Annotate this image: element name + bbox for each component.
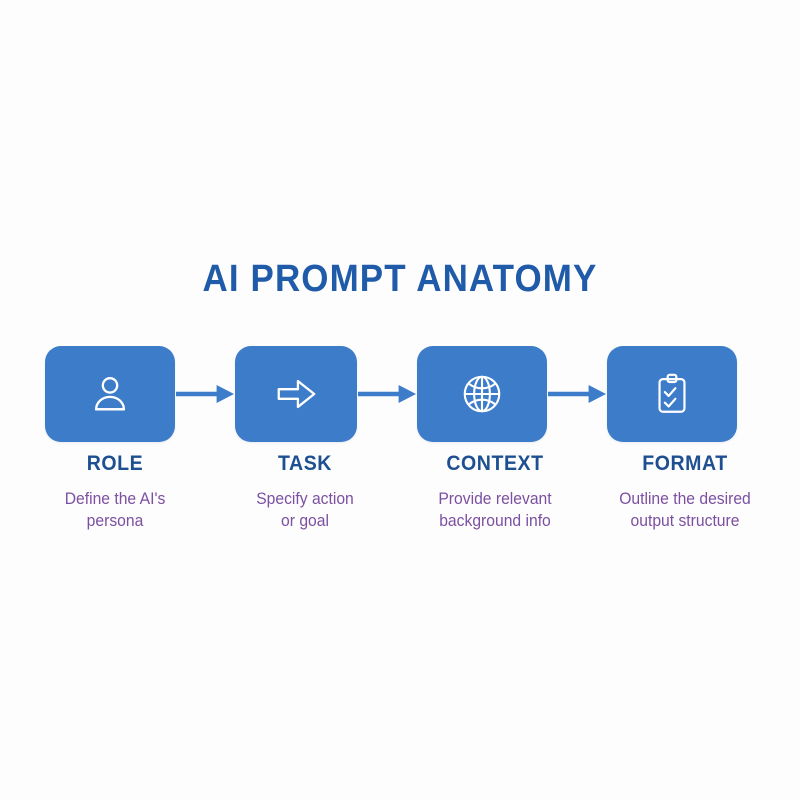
step-text-task: TASK Specify action or goal	[210, 452, 400, 533]
step-description-line: output structure	[630, 511, 740, 530]
step-description-task: Specify action or goal	[220, 489, 389, 533]
step-text-role: ROLE Define the AI's persona	[20, 452, 210, 533]
step-card-context[interactable]	[417, 346, 547, 442]
step-text-context: CONTEXT Provide relevant background info	[400, 452, 590, 533]
globe-icon	[459, 371, 505, 417]
step-description-line: persona	[86, 511, 144, 530]
step-description-line: Provide relevant	[438, 490, 552, 508]
arrow-context-to-format	[548, 381, 606, 407]
step-description-line: background info	[439, 511, 551, 530]
step-text-format: FORMAT Outline the desired output struct…	[590, 452, 780, 533]
step-description-line: or goal	[281, 511, 329, 530]
step-card-role[interactable]	[45, 346, 175, 442]
step-label-role: ROLE	[86, 452, 144, 475]
step-description-format: Outline the desired output structure	[600, 489, 769, 533]
step-label-task: TASK	[278, 452, 332, 475]
flow-row	[45, 346, 737, 442]
person-icon	[87, 371, 133, 417]
step-label-context: CONTEXT	[446, 452, 544, 475]
step-description-line: Define the AI's	[64, 490, 166, 508]
step-label-format: FORMAT	[642, 452, 728, 475]
step-description-line: Specify action	[256, 490, 354, 508]
right-block-arrow-icon	[273, 371, 319, 417]
arrow-task-to-context	[358, 381, 416, 407]
labels-row: ROLE Define the AI's persona TASK Specif…	[20, 452, 780, 533]
step-description-role: Define the AI's persona	[30, 489, 199, 533]
step-card-format[interactable]	[607, 346, 737, 442]
arrow-role-to-task	[176, 381, 234, 407]
step-card-task[interactable]	[235, 346, 357, 442]
page-title: AI PROMPT ANATOMY	[202, 258, 598, 300]
clipboard-check-icon	[649, 371, 695, 417]
step-description-line: Outline the desired	[619, 490, 751, 508]
step-description-context: Provide relevant background info	[410, 489, 579, 533]
